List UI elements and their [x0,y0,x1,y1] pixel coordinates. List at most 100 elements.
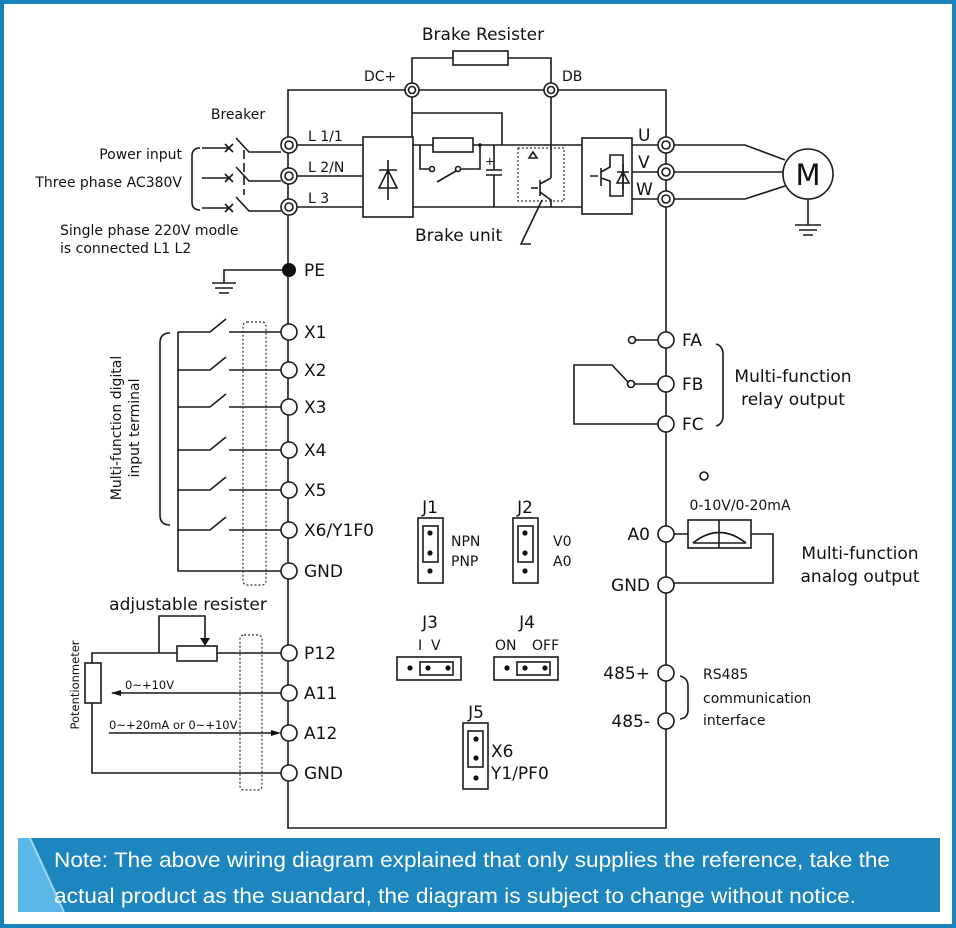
j2-label: J2 [516,498,533,518]
jumper-j4: J4 ON OFF [493,613,559,681]
ground-icon [212,269,282,294]
right-terminal-label: 485+ [603,664,650,684]
right-terminal-label: FB [682,375,703,395]
brake-unit-label: Brake unit [415,226,502,246]
right-terminal-label: A0 [628,525,650,545]
terminal-l2: L 2/N [308,160,344,176]
digital-terminal-label: X2 [304,361,326,381]
rs485-caption-3: interface [703,713,765,729]
single-phase-label-2: is connected L1 L2 [60,241,191,257]
switch-icon [178,436,281,451]
terminal-circle [280,361,298,379]
j3-opt-i: I [418,638,422,654]
potentiometer-label: Potentionmeter [68,640,82,729]
terminal-circle [657,576,675,594]
right-terminal-label: 485- [611,712,650,732]
analog-terminal-label: GND [304,764,343,784]
terminal-circle [657,415,675,433]
digital-caption-2: input terminal [127,379,143,478]
terminal-circle [280,323,298,341]
j5-label: J5 [467,703,484,723]
note-banner: Note: The above wiring diagram explained… [18,837,940,913]
terminal-circle [280,684,298,702]
right-terminal-label: GND [611,576,650,596]
j5-opt-y1pf0: Y1/PF0 [490,764,549,784]
terminal-circle [280,562,298,580]
breaker-label: Breaker [211,107,265,123]
motor-label: M [795,158,820,192]
terminal-circle [657,664,675,682]
terminal-circle [280,441,298,459]
a12-range: 0~+20mA or 0~+10V [109,718,238,732]
terminal-circle [657,525,675,543]
rectifier [362,136,414,218]
j3-opt-v: V [431,638,441,654]
digital-terminal-label: GND [304,562,343,582]
terminal-circle [280,481,298,499]
power-input-label: Power input [99,147,182,163]
terminal-circle [280,521,298,539]
digital-terminal-label: X6/Y1F0 [304,521,374,541]
j4-opt-off: OFF [532,638,559,654]
analog-inputs: adjustable resister Potentionmeter 0~+10… [68,595,281,791]
note-line-2: actual product as the suandard, the diag… [54,885,856,908]
pe-terminal: PE [212,261,325,294]
terminal-l1: L 1/1 [308,129,343,145]
motor-ground-icon [795,199,821,236]
brake-resistor: Brake Resister DC+ DB [364,25,582,90]
switch-icon [178,516,281,531]
switch-icon [178,356,281,371]
digital-bracket [159,332,171,526]
j5-opt-x6: X6 [491,742,513,762]
jumper-j3: J3 I V [396,613,462,681]
right-terminal-label: FA [682,331,702,351]
right-terminal-label: FC [682,415,704,435]
digital-terminal-label: X5 [304,481,326,501]
analog-output-caption-2: analog output [801,567,920,587]
terminal-circle [657,375,675,393]
rs485-caption-1: RS485 [703,667,748,683]
a11-range: 0~+10V [125,678,174,692]
input-terminals [280,136,298,216]
j2-opt-a0: A0 [553,554,571,570]
j1-label: J1 [421,498,438,518]
jumper-j5: J5 X6 Y1/PF0 [462,703,549,790]
db-label: DB [562,69,582,85]
switch-icon [178,476,281,491]
terminal-circle [280,644,298,662]
terminal-u: U [638,126,650,146]
analog-terminal-label: A12 [304,724,337,744]
brake-resistor-title: Brake Resister [422,25,544,45]
pe-label: PE [304,261,325,281]
note-line-1: Note: The above wiring diagram explained… [54,849,890,872]
shield-analog [239,634,263,791]
analog-output: 0-10V/0-20mA Multi-function analog outpu… [674,471,920,587]
dc-plus-label: DC+ [364,69,396,85]
adjustable-resistor-label: adjustable resister [109,595,267,615]
switch-icon [178,393,281,408]
jumper-j1: J1 NPN PNP [417,498,480,584]
analog-terminal-label: P12 [304,644,336,664]
analog-output-range: 0-10V/0-20mA [689,498,790,514]
relay-caption-1: Multi-function [734,367,851,387]
single-phase-label-1: Single phase 220V modle [60,223,239,239]
power-input: Breaker Power input Three phase AC380V S… [34,107,363,257]
j4-opt-on: ON [495,638,517,654]
inverter: U V W [581,126,675,215]
shield-digital [242,321,267,586]
digital-terminal-label: X4 [304,441,326,461]
relay-output: Multi-function relay output [573,335,852,427]
switch-icon [178,318,281,333]
terminal-circle [280,724,298,742]
digital-terminal-label: X1 [304,323,326,343]
analog-output-caption-1: Multi-function [801,544,918,564]
motor: M [674,144,834,236]
terminal-w: W [636,180,653,200]
terminal-v: V [638,153,650,173]
j3-label: J3 [421,613,438,633]
